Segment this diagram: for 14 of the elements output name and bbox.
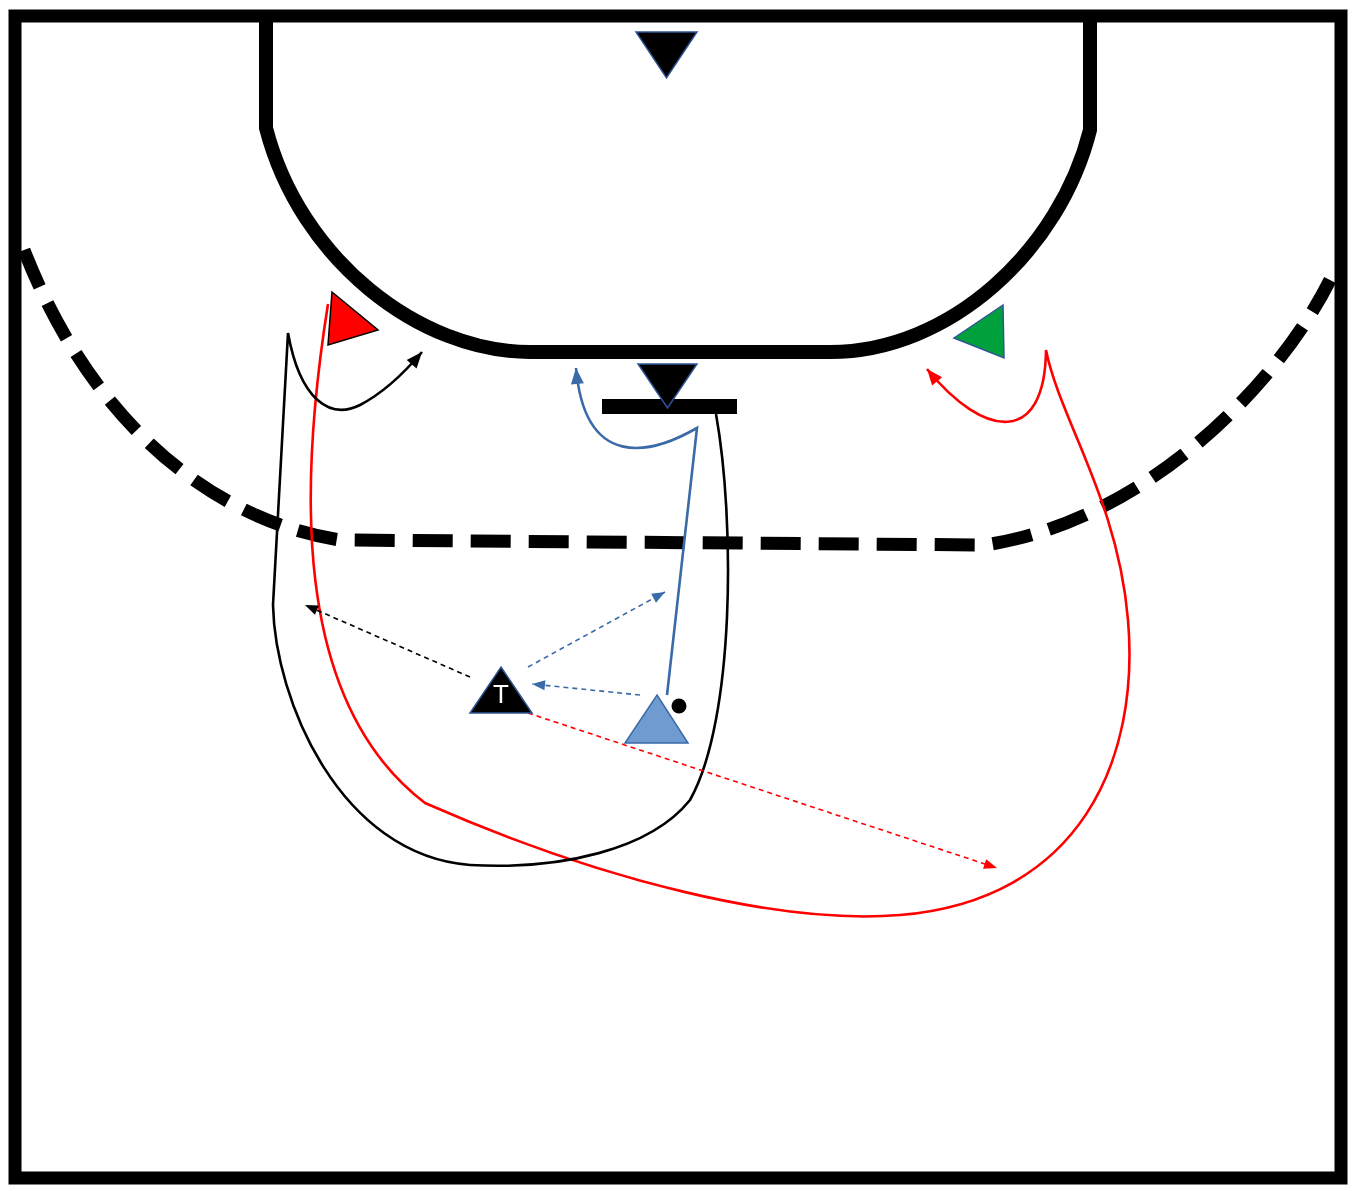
running-arrow <box>309 303 1131 918</box>
pass-arrow <box>527 591 666 668</box>
pass-arrow <box>531 680 641 696</box>
running-arrow <box>571 367 699 696</box>
running-arrow <box>271 331 730 867</box>
obstacle-bar <box>602 399 737 414</box>
pass-arrow <box>304 604 471 678</box>
player-marker <box>954 305 1005 358</box>
player-marker <box>638 364 697 408</box>
player-marker <box>328 292 378 345</box>
marker-letter: T <box>493 681 509 707</box>
goalkeeper-marker <box>636 32 697 78</box>
player-marker <box>625 695 688 743</box>
trainer-marker <box>470 667 532 713</box>
